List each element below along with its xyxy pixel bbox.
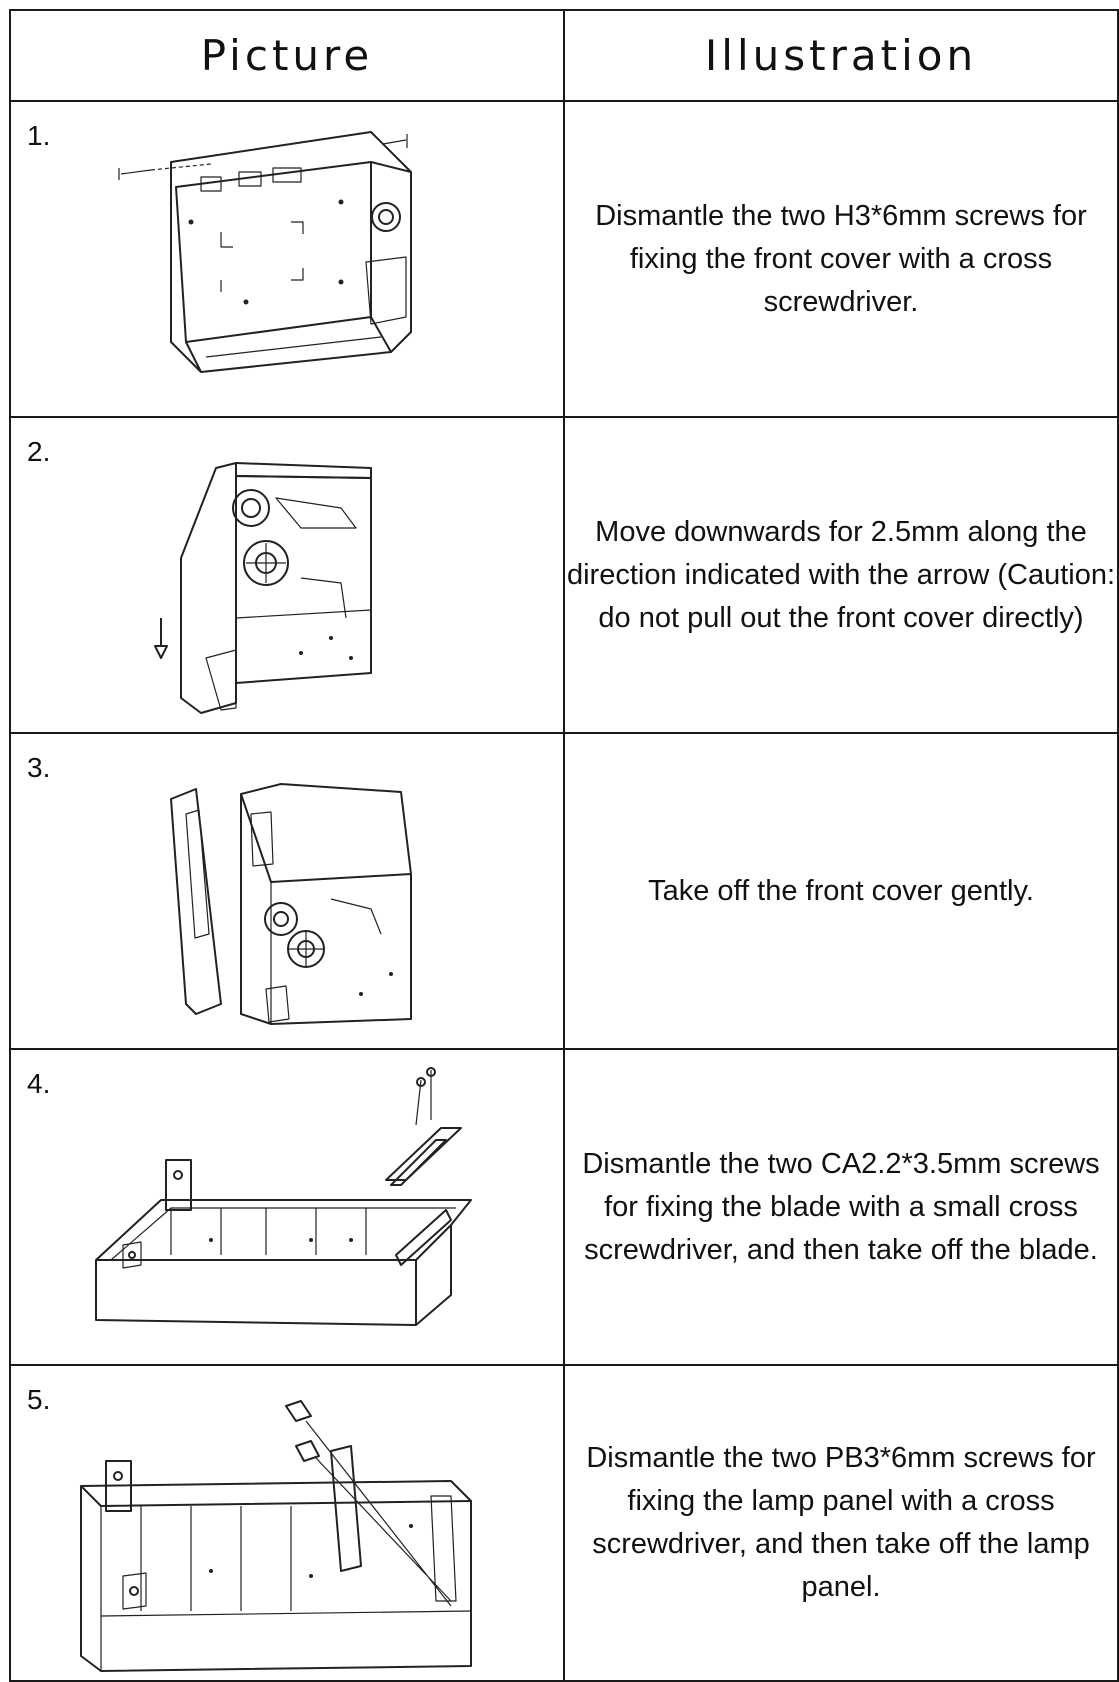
step-3-text: Take off the front cover gently.	[563, 732, 1119, 1050]
front-cover-slide-drawing	[154, 462, 372, 714]
disassembly-steps-table: Picture Illustration 1.	[9, 9, 1119, 1682]
table-row: 3. Take off the front cover gently.	[9, 732, 1119, 1050]
table-row: 4. Dismantle th	[9, 1048, 1119, 1366]
step-3-number: 3.	[27, 752, 51, 783]
step-2-number: 2.	[27, 436, 51, 467]
table-row: 2. Move downwards for 2.	[9, 416, 1119, 734]
step-5-picture: 5.	[9, 1364, 565, 1682]
step-1-number: 1.	[27, 120, 51, 151]
step-4-picture: 4.	[9, 1048, 565, 1366]
step-1-picture: 1.	[9, 100, 565, 418]
step-4-text: Dismantle the two CA2.2*3.5mm screws for…	[563, 1048, 1119, 1366]
header-illustration: Illustration	[563, 9, 1119, 102]
step-3-picture: 3.	[9, 732, 565, 1050]
header-picture: Picture	[9, 9, 565, 102]
table-row: 1.	[9, 100, 1119, 418]
step-1-text: Dismantle the two H3*6mm screws for fixi…	[563, 100, 1119, 418]
step-2-text: Move downwards for 2.5mm along the direc…	[563, 416, 1119, 734]
step-5-number: 5.	[27, 1384, 51, 1415]
table-header-row: Picture Illustration	[9, 9, 1119, 102]
step-4-number: 4.	[27, 1068, 51, 1099]
printer-underside-drawing	[118, 131, 412, 373]
front-cover-lamp-panel-drawing	[80, 1400, 472, 1672]
table-row: 5. Dismantle the two PB3	[9, 1364, 1119, 1682]
front-cover-blade-drawing	[95, 1067, 472, 1326]
step-2-picture: 2.	[9, 416, 565, 734]
step-5-text: Dismantle the two PB3*6mm screws for fix…	[563, 1364, 1119, 1682]
front-cover-removed-drawing	[170, 783, 412, 1025]
